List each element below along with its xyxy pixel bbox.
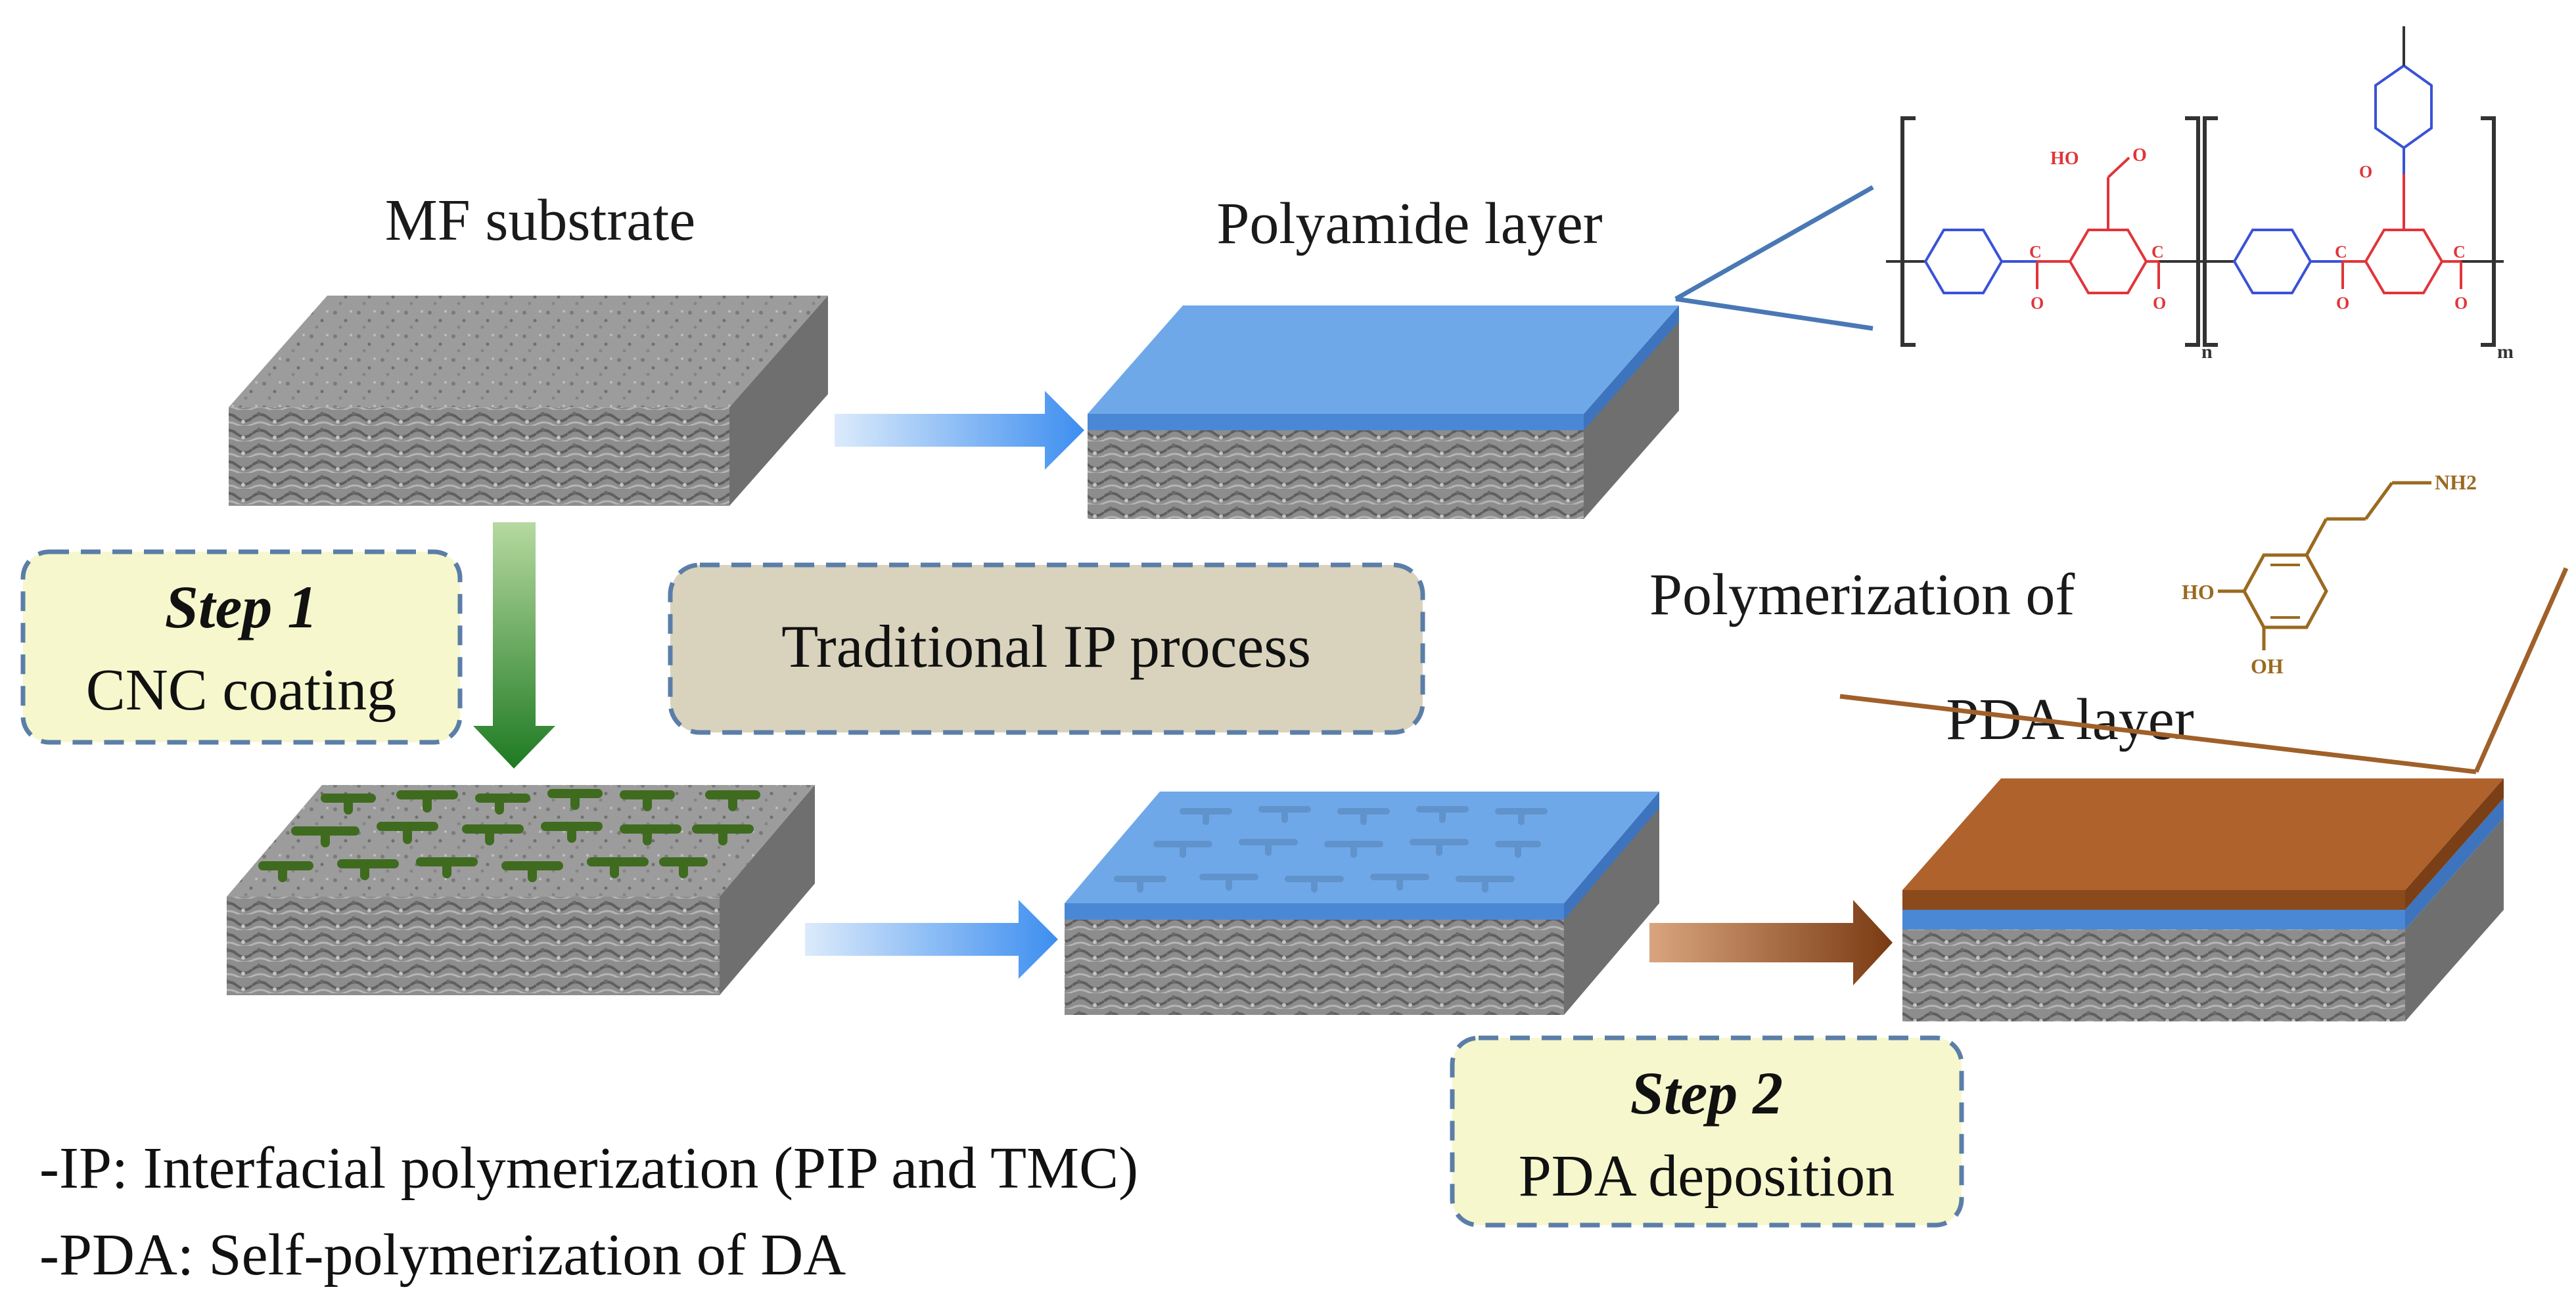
carbonyl-c-1: C: [2029, 242, 2042, 261]
arrow-to-polyamide: [835, 391, 1084, 470]
arrow-to-pda: [1649, 900, 1893, 985]
mf-substrate-block: [229, 296, 828, 506]
traditional-ip-label: Traditional IP process: [781, 613, 1311, 680]
step-1-title: Step 1: [165, 573, 318, 640]
cnc-fibers: [258, 789, 760, 882]
dopamine-ho: HO: [2182, 580, 2215, 604]
polyamide-cnc-block: [1065, 792, 1659, 1015]
carbonyl-c-4: C: [2453, 242, 2466, 261]
polyamide-structure: n m HO O C O C O C O C O: [1886, 26, 2514, 363]
polyamide-block: [1088, 305, 1679, 519]
carbonyl-c-3: C: [2335, 242, 2347, 261]
mf-substrate-label: MF substrate: [385, 188, 696, 253]
carbonyl-o-2: O: [2153, 294, 2166, 313]
carbonyl-o-4: O: [2454, 294, 2468, 313]
embedded-cnc-fibers: [1114, 806, 1548, 893]
dopamine-structure: NH2 HO OH: [2182, 470, 2477, 678]
traditional-ip-box: Traditional IP process: [668, 562, 1425, 735]
pda-block: [1902, 778, 2504, 1021]
subscript-n: n: [2201, 341, 2213, 363]
dopamine-nh2: NH2: [2435, 470, 2477, 494]
acid-ho: HO: [2050, 148, 2079, 169]
step-2-box: Step 2 PDA deposition: [1450, 1035, 1964, 1228]
note-pda: -PDA: Self-polymerization of DA: [39, 1222, 846, 1288]
carbonyl-c-2: C: [2151, 242, 2164, 261]
note-ip: -IP: Interfacial polymerization (PIP and…: [39, 1136, 1138, 1201]
step-1-subtitle: CNC coating: [86, 658, 396, 723]
subscript-m: m: [2497, 341, 2514, 363]
step-2-title: Step 2: [1630, 1060, 1783, 1127]
pda-layer-label: PDA layer: [1946, 687, 2194, 752]
carbonyl-o-5: O: [2359, 162, 2372, 181]
polymerization-label: Polymerization of: [1649, 562, 2075, 627]
dopamine-oh: OH: [2251, 654, 2284, 678]
arrow-to-polyamide-cnc: [805, 900, 1058, 979]
step-2-subtitle: PDA deposition: [1519, 1144, 1895, 1209]
acid-o: O: [2132, 145, 2147, 166]
carbonyl-o-3: O: [2336, 294, 2349, 313]
polyamide-label: Polyamide layer: [1216, 191, 1602, 256]
arrow-step1-down: [473, 522, 555, 769]
carbonyl-o-1: O: [2031, 294, 2044, 313]
cnc-coated-block: [227, 785, 815, 995]
step-1-box: Step 1 CNC coating: [20, 549, 463, 745]
